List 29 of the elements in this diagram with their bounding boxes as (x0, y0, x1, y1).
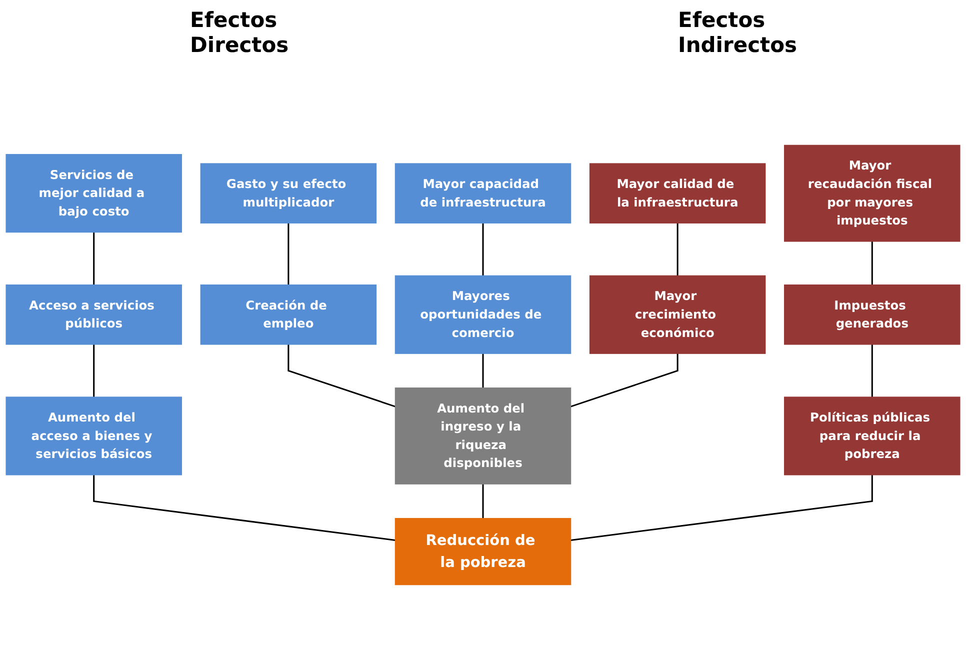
node-box: Mayor crecimiento económico (589, 275, 766, 354)
node-box: Gasto y su efecto multiplicador (200, 163, 377, 224)
node-box: Mayor capacidad de infraestructura (394, 163, 572, 224)
connector (288, 344, 396, 408)
node-box: Mayor calidad de la infraestructura (589, 163, 766, 224)
connector (482, 223, 484, 276)
column-heading: Efectos Indirectos (678, 8, 798, 58)
node-box: Creación de empleo (200, 284, 377, 345)
node-box: Aumento del acceso a bienes y servicios básicos (6, 396, 182, 476)
connector (93, 474, 396, 541)
connector (482, 484, 484, 518)
connector (288, 223, 290, 285)
connector (871, 241, 873, 285)
node-box: Mayores oportunidades de comercio (394, 275, 572, 354)
node-box: Aumento del ingreso y la riqueza disponibles (394, 388, 572, 484)
connector (482, 354, 484, 388)
connector (93, 232, 95, 285)
connector (570, 474, 873, 541)
node-box: Reducción de la pobreza (394, 518, 572, 586)
connector (93, 344, 95, 398)
node-box: Impuestos generados (784, 284, 960, 345)
node-box: Políticas públicas para reducir la pobreza (784, 396, 960, 476)
connector (676, 223, 678, 276)
connector (871, 344, 873, 398)
node-box: Mayor recaudación fiscal por mayores impuestos (784, 144, 960, 242)
connector (570, 354, 678, 408)
column-heading: Efectos Directos (190, 8, 290, 58)
node-box: Acceso a servicios públicos (6, 284, 182, 345)
node-box: Servicios de mejor calidad a bajo costo (6, 154, 182, 233)
